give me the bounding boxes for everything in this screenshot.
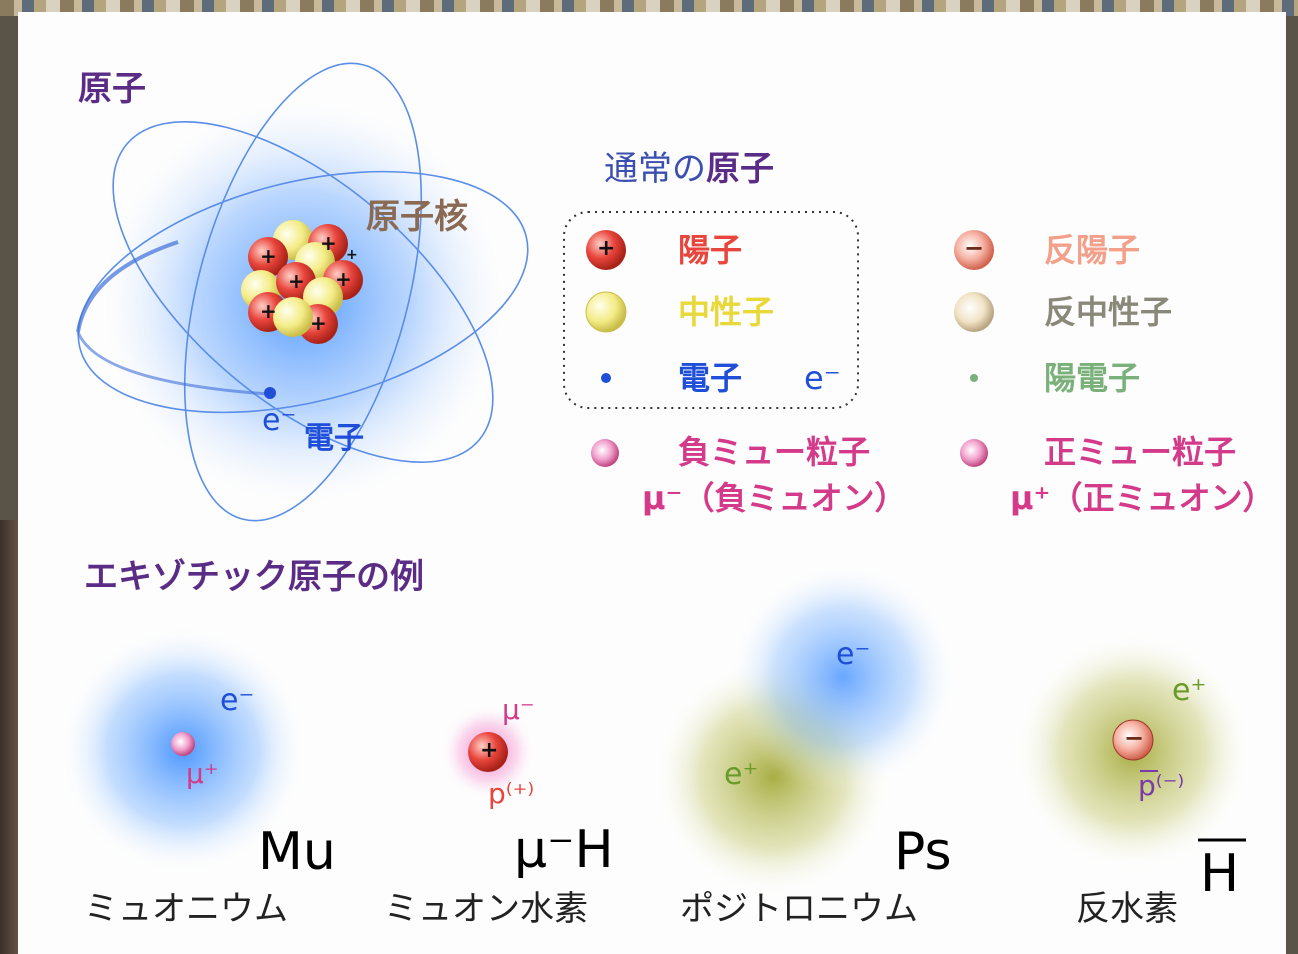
antihydrogen-name: 反水素 [1076,889,1178,929]
antiproton-sign: − [964,234,985,262]
negative-muon-name: 負ミュー粒子 [678,433,871,471]
atom-orbits [77,62,529,522]
negative-muon-symbol: μ⁻（負ミュオン） [642,479,907,517]
atom-electron-label: 電子 [304,421,364,456]
muonium-cloud-label: e⁻ [220,683,255,718]
nucleus-proton-sign: + [288,269,305,293]
muonium-symbol: Mu [258,822,336,882]
negative-muon-ball [591,439,619,467]
proton-ball [586,230,626,270]
antihydrogen-core-sign: − [1124,724,1145,752]
muonic-hydrogen-core-sign: + [480,738,499,763]
muonic-hydrogen-symbol: μ⁻H [514,820,614,880]
muonic-hydrogen-name: ミュオン水素 [384,889,588,929]
antineutron-ball [954,292,994,332]
antihydrogen-cloud-label: e⁺ [1172,673,1207,708]
positive-muon-symbol: μ⁺（正ミュオン） [1010,479,1275,517]
presenter-edge [0,520,22,954]
neutron-name: 中性子 [678,293,775,331]
diagram-graphics [58,62,1253,897]
muonic-hydrogen-core [468,732,508,772]
muonium-name: ミュオニウム [84,889,288,929]
antineutron-name: 反中性子 [1044,293,1173,331]
slide: 原子 原子核 e⁻ 電子 + + + + + + + 通常の原子 + 陽子 中性… [18,12,1286,954]
positive-muon-name: 正ミュー粒子 [1044,433,1237,471]
proton-sign: + [597,236,616,261]
nucleus-proton-sign: + [260,244,277,268]
electron-symbol: e⁻ [804,359,841,397]
nucleus-proton-sign: + [346,247,358,263]
proton-name: 陽子 [678,231,743,269]
antihydrogen-symbol: H [1200,844,1240,904]
exotic-title: エキゾチック原子の例 [84,557,424,597]
positronium-cloud-electron [728,562,958,792]
heading-suffix: 原子 [706,149,774,189]
antiproton-ball [954,230,994,270]
atom-electron-dot [264,387,276,399]
atom-electron-symbol: e⁻ [262,403,297,438]
muonium-core-label: μ⁺ [186,757,219,790]
antiproton-name: 反陽子 [1044,231,1141,269]
muonic-hydrogen-core-label: p⁽⁺⁾ [488,777,535,810]
electron-dot [601,373,611,383]
electron-name: 電子 [678,359,743,397]
muonium-core [171,732,195,756]
nucleus-label: 原子核 [366,197,468,237]
heading-prefix: 通常の [604,149,706,189]
nucleus-proton-sign: + [335,267,352,291]
muonic-hydrogen-cloud-label: μ⁻ [502,693,535,726]
particle-table-heading: 通常の原子 [604,152,774,186]
positronium-positron-label: e⁺ [724,757,759,792]
atom-title: 原子 [78,69,146,109]
atom-nucleus [241,220,363,344]
neutron-ball [585,291,627,333]
positive-muon-ball [960,439,988,467]
positron-name: 陽電子 [1044,359,1141,397]
positronium-name: ポジトロニウム [680,889,918,929]
nucleus-proton-sign: + [260,299,277,323]
positron-dot [970,374,978,382]
positronium-symbol: Ps [894,822,952,882]
positronium-electron-label: e⁻ [836,637,871,672]
nucleus-proton-sign: + [320,231,337,255]
antihydrogen-core [1112,719,1154,761]
antihydrogen-core-label: p⁽⁻⁾ [1138,769,1185,802]
nucleus-proton-sign: + [310,311,327,335]
normal-atom-box [563,211,859,409]
